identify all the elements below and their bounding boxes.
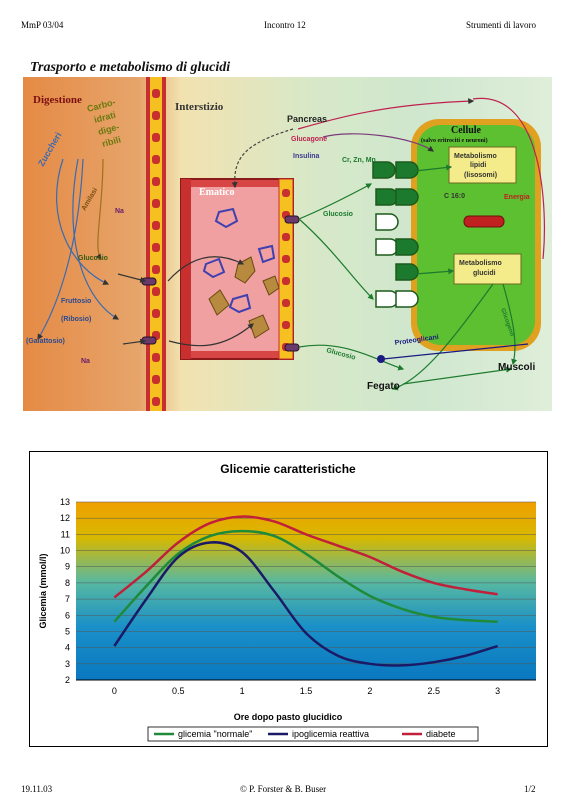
label-glucosio-mid: Glucosio bbox=[323, 211, 353, 218]
label-interstizio: Interstizio bbox=[175, 101, 224, 113]
label-na-top: Na bbox=[115, 208, 124, 215]
header-center: Incontro 12 bbox=[264, 20, 306, 30]
y-tick-label: 7 bbox=[65, 594, 70, 604]
figure-title: Trasporto e metabolismo di glucidi bbox=[30, 60, 231, 75]
label-met-glucidi-2: glucidi bbox=[473, 270, 496, 277]
chart-svg: Glicemie caratteristiche 234567891011121… bbox=[38, 462, 536, 742]
label-energia: Energia bbox=[504, 194, 530, 201]
pathway-arrows bbox=[37, 97, 545, 391]
header-left: MmP 03/04 bbox=[21, 20, 64, 30]
label-pancreas: Pancreas bbox=[287, 114, 327, 124]
y-tick-label: 11 bbox=[61, 529, 70, 539]
label-fruttosio: Fruttosio bbox=[61, 298, 91, 305]
x-tick-label: 2 bbox=[367, 686, 372, 696]
y-tick-label: 13 bbox=[60, 497, 70, 507]
label-cr-zn-mn: Cr, Zn, Mn bbox=[342, 157, 376, 164]
x-tick-label: 1.5 bbox=[300, 686, 313, 696]
label-cellule-sub: (salvo eritrociti e neuroni) bbox=[421, 137, 488, 144]
label-fegato: Fegato bbox=[367, 381, 400, 392]
series-line bbox=[113, 529, 498, 623]
plot-area bbox=[76, 502, 536, 680]
legend-label: ipoglicemia reattiva bbox=[292, 729, 369, 739]
series-lines bbox=[113, 515, 499, 667]
x-axis-ticks: 0 0.5 1 1.5 2 2.5 3 bbox=[112, 686, 500, 696]
footer-right: 1/2 bbox=[524, 784, 536, 794]
blood-vessel bbox=[180, 178, 294, 360]
label-insulina: Insulina bbox=[293, 153, 320, 160]
x-tick-label: 2.5 bbox=[428, 686, 441, 696]
label-ematico: Ematico bbox=[199, 187, 235, 198]
label-na-bottom: Na bbox=[81, 358, 90, 365]
y-tick-label: 6 bbox=[65, 610, 70, 620]
y-tick-label: 5 bbox=[65, 626, 70, 636]
label-glucagone: Glucagone bbox=[291, 136, 327, 143]
y-tick-label: 8 bbox=[65, 578, 70, 588]
transport-gates bbox=[372, 161, 419, 308]
footer-center: © P. Forster & B. Buser bbox=[240, 784, 327, 794]
y-tick-label: 10 bbox=[60, 546, 70, 556]
series-line bbox=[113, 541, 499, 667]
proteoglycan-dot bbox=[377, 355, 385, 363]
legend-label: diabete bbox=[426, 729, 456, 739]
legend-label: glicemia "normale" bbox=[178, 729, 252, 739]
label-met-lipidi-2: lipidi bbox=[470, 162, 486, 169]
y-axis-label: Glicemia (mmol/l) bbox=[38, 553, 48, 628]
footer-left: 19.11.03 bbox=[21, 784, 53, 794]
label-met-lipidi-1: Metabolismo bbox=[454, 153, 497, 160]
label-c16: C 16:0 bbox=[444, 193, 465, 200]
header-right: Strumenti di lavoro bbox=[466, 20, 536, 30]
y-tick-label: 12 bbox=[60, 513, 70, 523]
label-carbo-4: ribili bbox=[101, 134, 122, 149]
label-met-glucidi-1: Metabolismo bbox=[459, 260, 502, 267]
label-glucosio-left: Glucosio bbox=[78, 255, 108, 262]
metabolism-diagram: Digestione Interstizio Carbo- idrati dig… bbox=[23, 77, 552, 411]
x-tick-label: 0.5 bbox=[172, 686, 185, 696]
y-tick-label: 9 bbox=[65, 562, 70, 572]
series-line bbox=[113, 515, 498, 599]
label-muscoli: Muscoli bbox=[498, 362, 535, 373]
label-galattosio: (Galattosio) bbox=[26, 338, 65, 345]
x-tick-label: 1 bbox=[240, 686, 245, 696]
label-ribosio: (Ribosio) bbox=[61, 316, 91, 323]
label-digestione: Digestione bbox=[33, 94, 82, 106]
y-tick-label: 3 bbox=[65, 659, 70, 669]
chart-title: Glicemie caratteristiche bbox=[220, 462, 356, 476]
y-tick-label: 2 bbox=[65, 675, 70, 685]
y-tick-label: 4 bbox=[65, 643, 70, 653]
label-met-lipidi-3: (lisosomi) bbox=[464, 172, 497, 179]
intestinal-wall bbox=[146, 77, 166, 411]
x-tick-label: 3 bbox=[495, 686, 500, 696]
cell bbox=[411, 119, 541, 351]
label-cellule: Cellule bbox=[451, 125, 482, 136]
x-tick-label: 0 bbox=[112, 686, 117, 696]
legend-box bbox=[147, 726, 479, 742]
x-axis-label: Ore dopo pasto glucidico bbox=[234, 712, 343, 722]
y-axis-ticks: 2 3 4 5 6 7 8 9 10 11 12 13 bbox=[60, 497, 70, 685]
chart-legend: glicemia "normale" ipoglicemia reattiva di… bbox=[147, 726, 479, 742]
